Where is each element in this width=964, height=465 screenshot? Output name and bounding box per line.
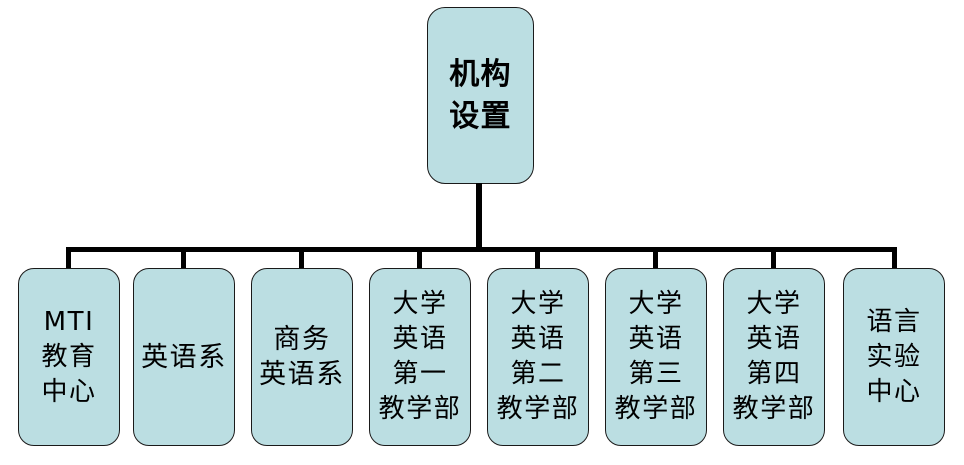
connector-drop-6 bbox=[653, 250, 658, 270]
org-node-label: 英语系 bbox=[141, 341, 227, 373]
org-node-label: 大学 英语 第一 教学部 bbox=[378, 289, 462, 424]
connector-drop-7 bbox=[771, 250, 776, 270]
org-node-label: 大学 英语 第二 教学部 bbox=[496, 289, 580, 424]
org-node-english-department[interactable]: 英语系 bbox=[133, 268, 235, 446]
connector-drop-1 bbox=[66, 250, 71, 270]
org-node-college-english-teaching-dept-1[interactable]: 大学 英语 第一 教学部 bbox=[369, 268, 471, 446]
connector-drop-3 bbox=[299, 250, 304, 270]
org-node-root[interactable]: 机构 设置 bbox=[427, 7, 534, 184]
org-node-label: 大学 英语 第三 教学部 bbox=[614, 289, 698, 424]
org-node-business-english-department[interactable]: 商务 英语系 bbox=[251, 268, 353, 446]
connector-drop-8 bbox=[892, 250, 897, 270]
connector-drop-4 bbox=[417, 250, 422, 270]
org-node-college-english-teaching-dept-3[interactable]: 大学 英语 第三 教学部 bbox=[605, 268, 707, 446]
org-node-mti-education-center[interactable]: MTI 教育 中心 bbox=[18, 268, 120, 446]
connector-drop-2 bbox=[181, 250, 186, 270]
org-node-label: MTI 教育 中心 bbox=[41, 306, 97, 407]
org-node-root-label: 机构 设置 bbox=[449, 56, 512, 134]
org-node-college-english-teaching-dept-4[interactable]: 大学 英语 第四 教学部 bbox=[723, 268, 825, 446]
connector-horizontal-bus bbox=[66, 247, 897, 252]
connector-root-stem bbox=[476, 183, 482, 252]
org-node-label: 大学 英语 第四 教学部 bbox=[732, 289, 816, 424]
org-node-label: 商务 英语系 bbox=[259, 324, 345, 390]
connector-drop-5 bbox=[535, 250, 540, 270]
org-node-language-lab-center[interactable]: 语言 实验 中心 bbox=[843, 268, 945, 446]
org-node-college-english-teaching-dept-2[interactable]: 大学 英语 第二 教学部 bbox=[487, 268, 589, 446]
org-node-label: 语言 实验 中心 bbox=[866, 306, 922, 407]
